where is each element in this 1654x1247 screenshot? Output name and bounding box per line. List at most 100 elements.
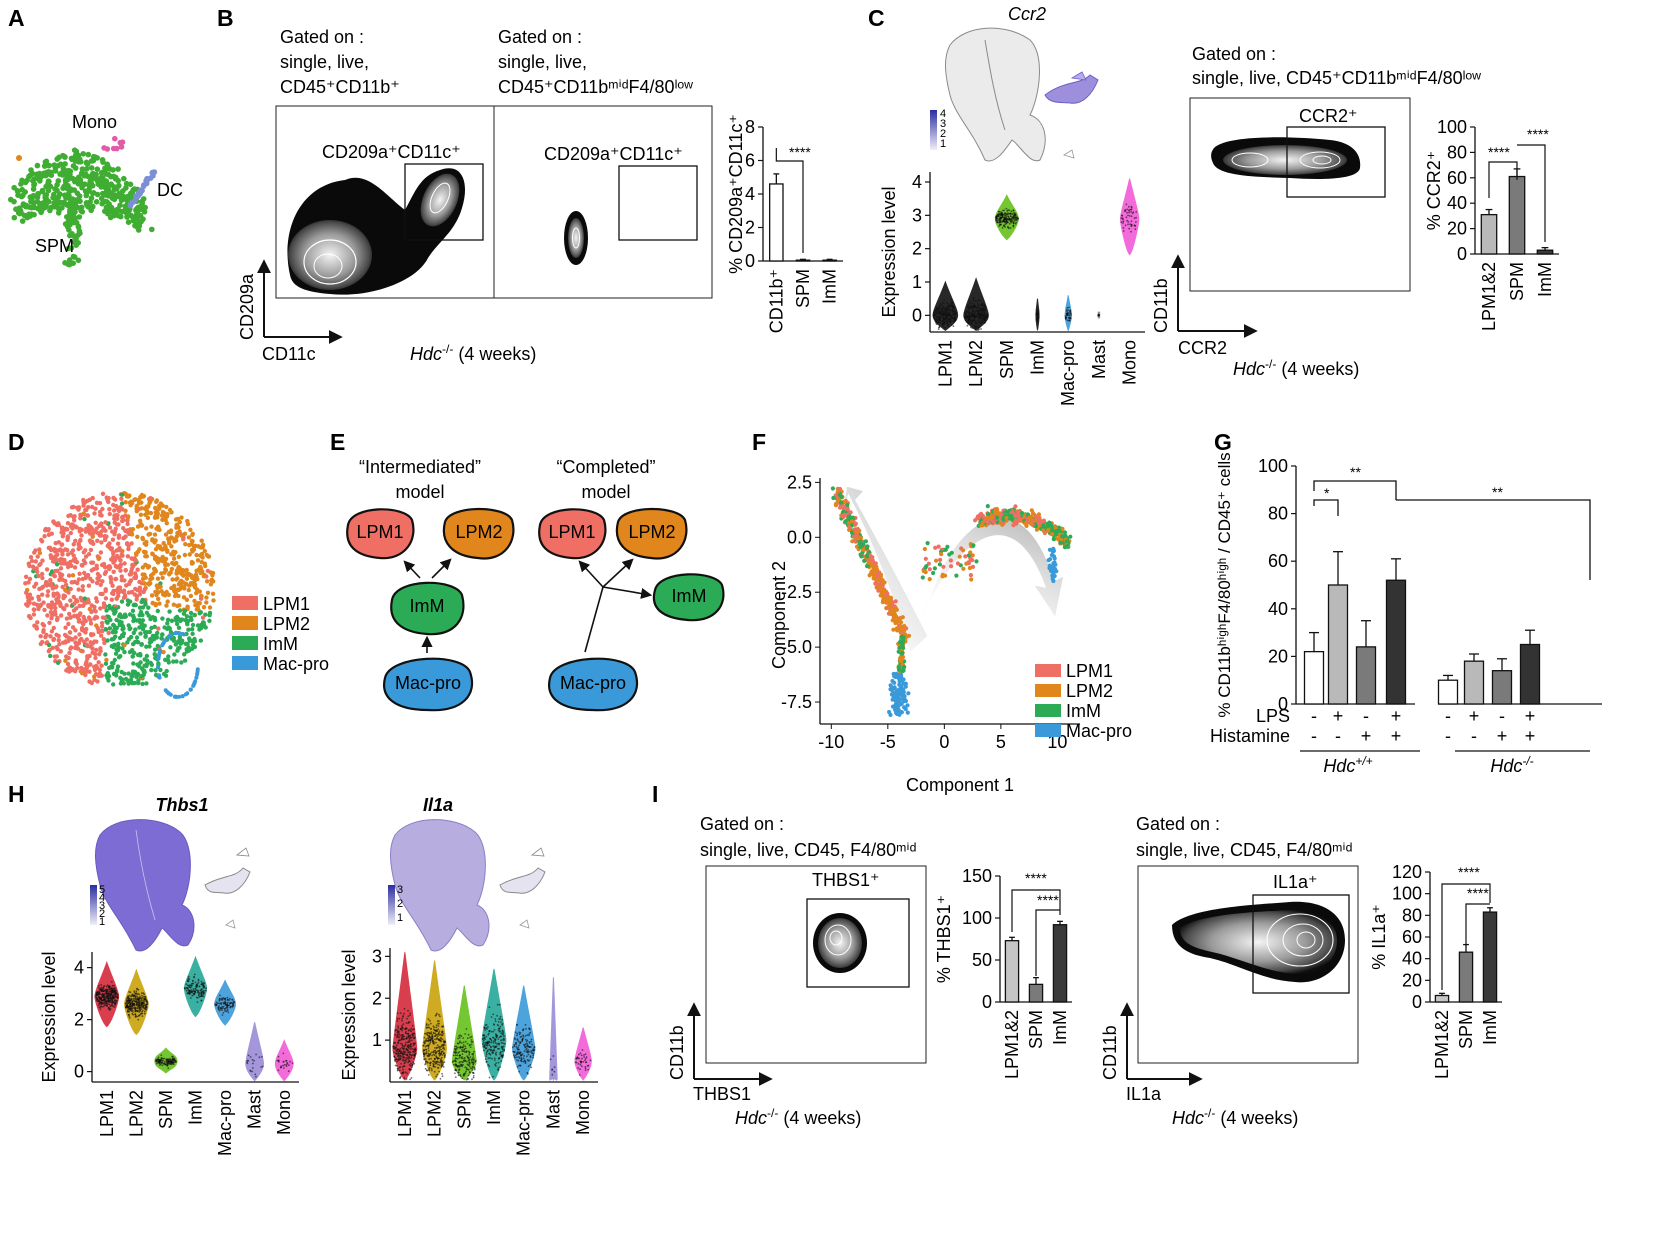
violin-point [986, 315, 989, 318]
scatter-point [1013, 513, 1018, 519]
violin-point [951, 317, 954, 320]
violin-point [108, 999, 111, 1002]
umap-point [142, 572, 147, 577]
violin-point [968, 308, 970, 311]
umap-point [42, 607, 47, 613]
violin-point [938, 304, 941, 307]
umap-point [31, 176, 38, 182]
feature-umap-h2 [388, 819, 546, 952]
umap-point [8, 196, 14, 203]
axis-arrows-c [1171, 254, 1258, 338]
violin-point [1009, 227, 1012, 229]
violin-point [1125, 216, 1128, 219]
umap-point [211, 598, 216, 603]
scatter-point [888, 608, 893, 613]
violin-point [947, 308, 950, 311]
legend-f-swatch-imm [1035, 704, 1061, 717]
umap-point [130, 681, 135, 686]
violin-point [96, 994, 99, 996]
umap-point [161, 517, 167, 522]
umap-point [176, 565, 181, 570]
umap-point [54, 197, 60, 204]
violin-point [971, 319, 974, 321]
umap-point [94, 191, 101, 198]
violin-point [1126, 208, 1129, 211]
violin-point [110, 996, 113, 998]
violin-point [1127, 221, 1130, 223]
bar [769, 183, 784, 262]
umap-point [11, 214, 18, 221]
violin-point [1122, 227, 1125, 229]
violin-point [972, 299, 975, 302]
umap-point [59, 613, 64, 618]
violin-point [1133, 217, 1136, 220]
scatter-point [897, 616, 902, 621]
panel-letter-a: A [8, 5, 25, 31]
violin-point [1130, 220, 1133, 223]
umap-point [131, 602, 136, 608]
umap-point [126, 581, 132, 587]
umap-point [93, 199, 100, 205]
umap-point [44, 567, 50, 572]
umap-point [176, 631, 181, 635]
scatter-point [891, 604, 896, 609]
legend-swatch-lpm1 [232, 596, 258, 610]
violin-point [163, 1057, 166, 1060]
x-tick-label: LPM1 [935, 340, 955, 387]
violin-point [934, 310, 936, 313]
panel-letter-h: H [8, 781, 25, 807]
umap-point [79, 533, 84, 538]
violin-point [1010, 221, 1013, 224]
x-tick-label: SPM [156, 1090, 176, 1129]
scatter-point [885, 599, 890, 604]
umap-point [145, 510, 150, 516]
umap-point [73, 635, 78, 640]
bar [1385, 579, 1407, 705]
umap-point [187, 583, 192, 588]
umap-point [168, 528, 174, 533]
violin-point [132, 997, 135, 1000]
violin-point [1012, 222, 1015, 225]
umap-point [77, 571, 82, 576]
violin-point [98, 1003, 101, 1005]
y-axis-label: Expression level [39, 951, 59, 1082]
violin-point [144, 996, 147, 999]
violin-point [109, 1008, 112, 1010]
umap-point [174, 560, 179, 566]
scatter-point [903, 681, 909, 686]
scatter-point [948, 558, 954, 563]
bar [1327, 584, 1349, 705]
violin-point [946, 310, 948, 313]
umap-point [88, 621, 94, 626]
umap-point [63, 625, 68, 630]
umap-point [104, 146, 111, 152]
umap-point [127, 201, 134, 208]
umap-point [107, 565, 113, 570]
umap-point [164, 603, 169, 608]
scatter-point [955, 561, 961, 566]
violin-point [977, 320, 980, 322]
violin-point [1134, 225, 1137, 227]
violin-point [999, 213, 1001, 215]
legend-d-imm: ImM [263, 634, 298, 654]
umap-point [78, 208, 84, 214]
umap-point [65, 547, 70, 553]
umap-point [93, 506, 98, 511]
violin-point [978, 303, 981, 306]
violin-point [936, 316, 939, 318]
violin-point [976, 302, 979, 305]
umap-point [119, 139, 126, 145]
violin-point [972, 308, 975, 311]
violin-point [970, 315, 973, 318]
violin-point [935, 321, 937, 323]
umap-point [31, 612, 37, 617]
scatter-point [842, 512, 847, 517]
umap-point [31, 204, 38, 211]
x-tick-label: LPM1&2 [1479, 262, 1499, 331]
umap-point [69, 550, 74, 555]
violin-point [117, 997, 119, 999]
umap-point [102, 571, 108, 576]
violin-point [130, 998, 133, 1001]
gate-text-b2-l2: single, live, [498, 52, 587, 72]
